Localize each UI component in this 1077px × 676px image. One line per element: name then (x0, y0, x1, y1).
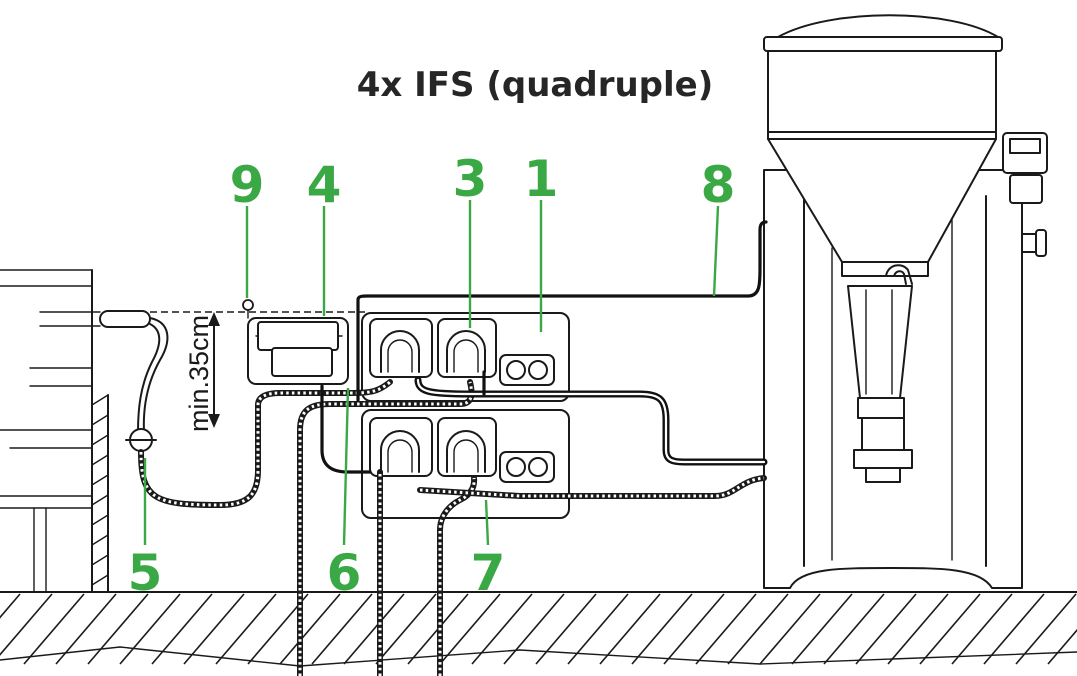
dimension-label: min.35cm (184, 315, 214, 432)
ground-hatch-line (503, 593, 565, 665)
ground-hatch-line (471, 593, 533, 665)
callout-8: 8 (701, 156, 736, 214)
callout-3: 3 (453, 150, 488, 208)
ground-hatch-line (23, 593, 85, 665)
ground-hatch-line (567, 593, 629, 665)
callout-leader-7 (484, 499, 490, 546)
callout-5: 5 (128, 544, 163, 602)
ground-hatch-line (535, 593, 597, 665)
ground-hatch-line (119, 593, 181, 665)
ground-hatch-line (311, 593, 373, 665)
ground-hatch-line (1047, 628, 1077, 665)
callout-leader-6 (342, 387, 350, 546)
ground-hatch-line (791, 593, 853, 665)
ground-hatch-line (375, 593, 437, 665)
ground-hatch-line (279, 593, 341, 665)
dosing-tube-to-machine (417, 475, 767, 499)
diagram-title: 4x IFS (quadruple) (357, 65, 714, 105)
ground-hatch-line (631, 593, 693, 665)
ground-hatch-line (855, 593, 917, 665)
power-cable-bundle (320, 370, 768, 474)
callout-4: 4 (307, 156, 342, 214)
ground-hatch-line (887, 593, 949, 665)
ground-hatch-line (87, 593, 149, 665)
water-feed-tube (138, 390, 353, 508)
water-tap-connection (99, 310, 169, 452)
callout-6: 6 (327, 544, 362, 602)
product-feed-tubes (297, 379, 478, 676)
ground-hatch-line (439, 593, 501, 665)
callout-leader-8 (712, 205, 720, 297)
ground-hatch-line (759, 593, 821, 665)
ground-hatch-line (0, 593, 53, 656)
ground-hatch-line (55, 593, 117, 665)
ground-hatch-line (919, 593, 981, 665)
ground-hatch-line (183, 593, 245, 665)
ground-hatch-line (695, 593, 757, 665)
ground-hatch-line (1015, 593, 1077, 665)
callout-7: 7 (471, 544, 506, 602)
dispenser-machine (763, 14, 1048, 589)
ground-hatch-line (599, 593, 661, 665)
wall-structure (0, 269, 109, 593)
ground-hatch-line (727, 593, 789, 665)
callout-1: 1 (524, 150, 559, 208)
ground-hatch-line (983, 593, 1045, 665)
callout-9: 9 (230, 156, 265, 214)
ground-hatch-line (663, 593, 725, 665)
ground-hatch-line (951, 593, 1013, 665)
ground-hatch-line (823, 593, 885, 665)
ground-hatch-line (215, 593, 277, 665)
ground-hatch-line (343, 593, 405, 665)
ground-hatch-line (0, 593, 21, 619)
signal-cable (356, 220, 768, 402)
ground-hatch-line (151, 593, 213, 665)
pump-module-stack (361, 312, 570, 519)
height-dimension: min.35cm (184, 312, 220, 432)
ground-floor (0, 591, 1077, 667)
water-treatment-unit (242, 299, 349, 385)
